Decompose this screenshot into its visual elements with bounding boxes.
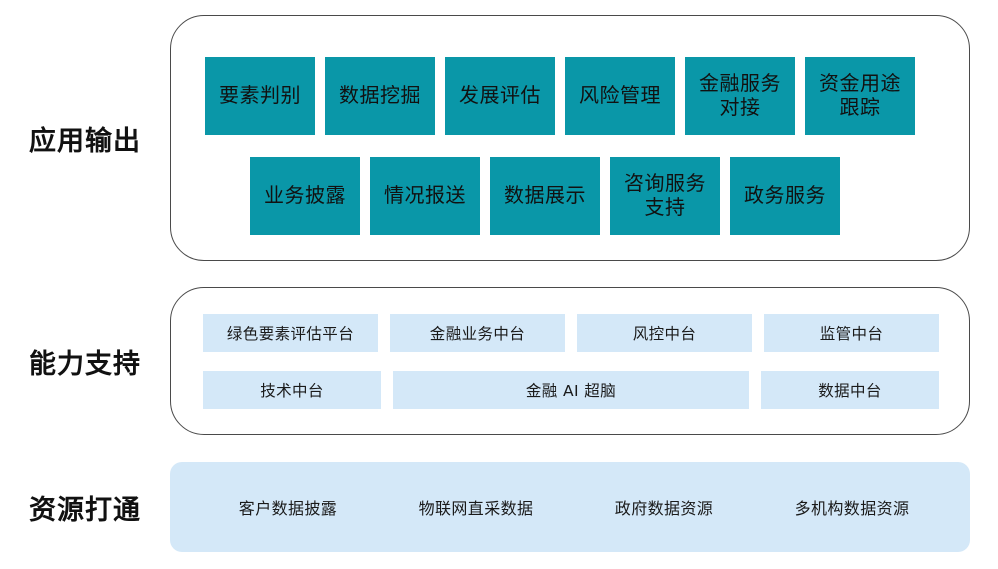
support-container: 绿色要素评估平台 金融业务中台 风控中台 监管中台 技术中台 金融 AI 超脑 … <box>170 287 970 435</box>
support-row-1: 绿色要素评估平台 金融业务中台 风控中台 监管中台 <box>203 314 939 352</box>
section-support-body: 绿色要素评估平台 金融业务中台 风控中台 监管中台 技术中台 金融 AI 超脑 … <box>170 287 998 435</box>
resource-item-duojigoushujuziyuan[interactable]: 多机构数据资源 <box>794 499 910 518</box>
support-row-2: 技术中台 金融 AI 超脑 数据中台 <box>203 371 939 409</box>
section-label-output: 应用输出 <box>29 125 141 157</box>
resource-item-zhengfushujuziyuan[interactable]: 政府数据资源 <box>614 499 714 518</box>
support-chip-fengkongzhongtai[interactable]: 风控中台 <box>577 314 752 352</box>
resource-item-kehushujupilu[interactable]: 客户数据披露 <box>238 499 338 518</box>
output-chip-zijinyongtugenzong[interactable]: 资金用途 跟踪 <box>805 57 915 135</box>
section-resource-body: 客户数据披露 物联网直采数据 政府数据资源 多机构数据资源 <box>170 462 998 552</box>
resource-container: 客户数据披露 物联网直采数据 政府数据资源 多机构数据资源 <box>170 462 970 552</box>
section-label-support: 能力支持 <box>29 348 141 380</box>
section-output: 应用输出 要素判别 数据挖掘 发展评估 风险管理 金融服务 对接 资金用途 跟踪… <box>0 8 998 268</box>
section-support: 能力支持 绿色要素评估平台 金融业务中台 风控中台 监管中台 技术中台 金融 A… <box>0 285 998 437</box>
support-chip-jianguanzhongtai[interactable]: 监管中台 <box>764 314 939 352</box>
section-output-body: 要素判别 数据挖掘 发展评估 风险管理 金融服务 对接 资金用途 跟踪 业务披露… <box>170 15 998 261</box>
output-row-2: 业务披露 情况报送 数据展示 咨询服务 支持 政务服务 <box>250 157 840 235</box>
section-label-resource: 资源打通 <box>29 494 141 526</box>
output-chip-zhengwufuwu[interactable]: 政务服务 <box>730 157 840 235</box>
support-chip-jinrong-ai-chaonao[interactable]: 金融 AI 超脑 <box>393 371 749 409</box>
output-chip-yaosupanbie[interactable]: 要素判别 <box>205 57 315 135</box>
output-chip-fengxianguanli[interactable]: 风险管理 <box>565 57 675 135</box>
output-chip-zixunfuwuzhichi[interactable]: 咨询服务 支持 <box>610 157 720 235</box>
support-chip-lvsekaoyaosupingtai[interactable]: 绿色要素评估平台 <box>203 314 378 352</box>
output-chip-qingkuangbaosong[interactable]: 情况报送 <box>370 157 480 235</box>
resource-item-wulianwangzhicaishuju[interactable]: 物联网直采数据 <box>418 499 534 518</box>
output-chip-yewupilu[interactable]: 业务披露 <box>250 157 360 235</box>
output-row-1: 要素判别 数据挖掘 发展评估 风险管理 金融服务 对接 资金用途 跟踪 <box>205 57 915 135</box>
output-container: 要素判别 数据挖掘 发展评估 风险管理 金融服务 对接 资金用途 跟踪 业务披露… <box>170 15 970 261</box>
output-chip-fazhanpinggu[interactable]: 发展评估 <box>445 57 555 135</box>
output-chip-jinrongfuwuduijie[interactable]: 金融服务 对接 <box>685 57 795 135</box>
output-chip-shujuzhanshi[interactable]: 数据展示 <box>490 157 600 235</box>
section-resource: 资源打通 客户数据披露 物联网直采数据 政府数据资源 多机构数据资源 <box>0 455 998 559</box>
output-chip-shujuwajue[interactable]: 数据挖掘 <box>325 57 435 135</box>
support-chip-jinrongyewuzhongtai[interactable]: 金融业务中台 <box>390 314 565 352</box>
support-chip-jishuzhongtai[interactable]: 技术中台 <box>203 371 381 409</box>
support-chip-shujuzhongtai[interactable]: 数据中台 <box>761 371 939 409</box>
